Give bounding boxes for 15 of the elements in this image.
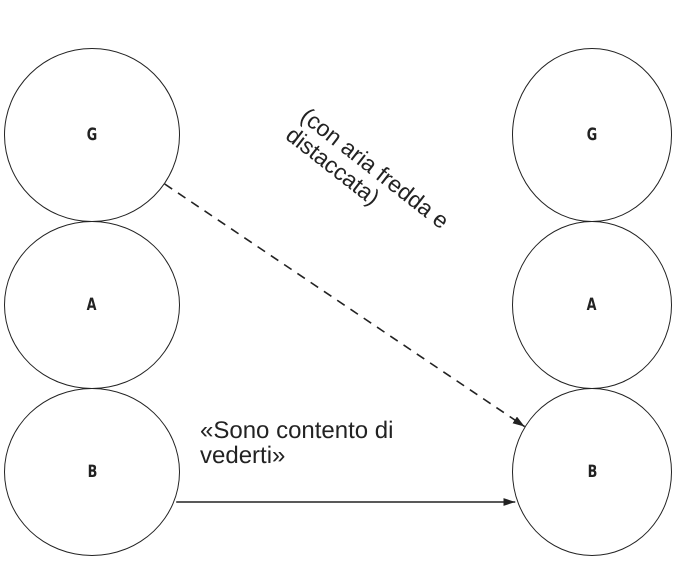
circle [512, 48, 672, 222]
circle [512, 221, 672, 389]
node-letter: B [87, 462, 97, 482]
circle [4, 48, 180, 222]
arrow [176, 498, 516, 506]
circle [4, 221, 180, 389]
circle [512, 388, 672, 556]
node-letter: A [587, 295, 597, 315]
node-letter: B [587, 462, 597, 482]
node-letter: G [86, 125, 98, 145]
edge-label: «Sono contento di vederti» [200, 418, 394, 468]
circle [4, 388, 180, 556]
node-letter: A [87, 295, 97, 315]
node-letter: G [586, 125, 598, 145]
dashed-arrow [164, 183, 526, 428]
